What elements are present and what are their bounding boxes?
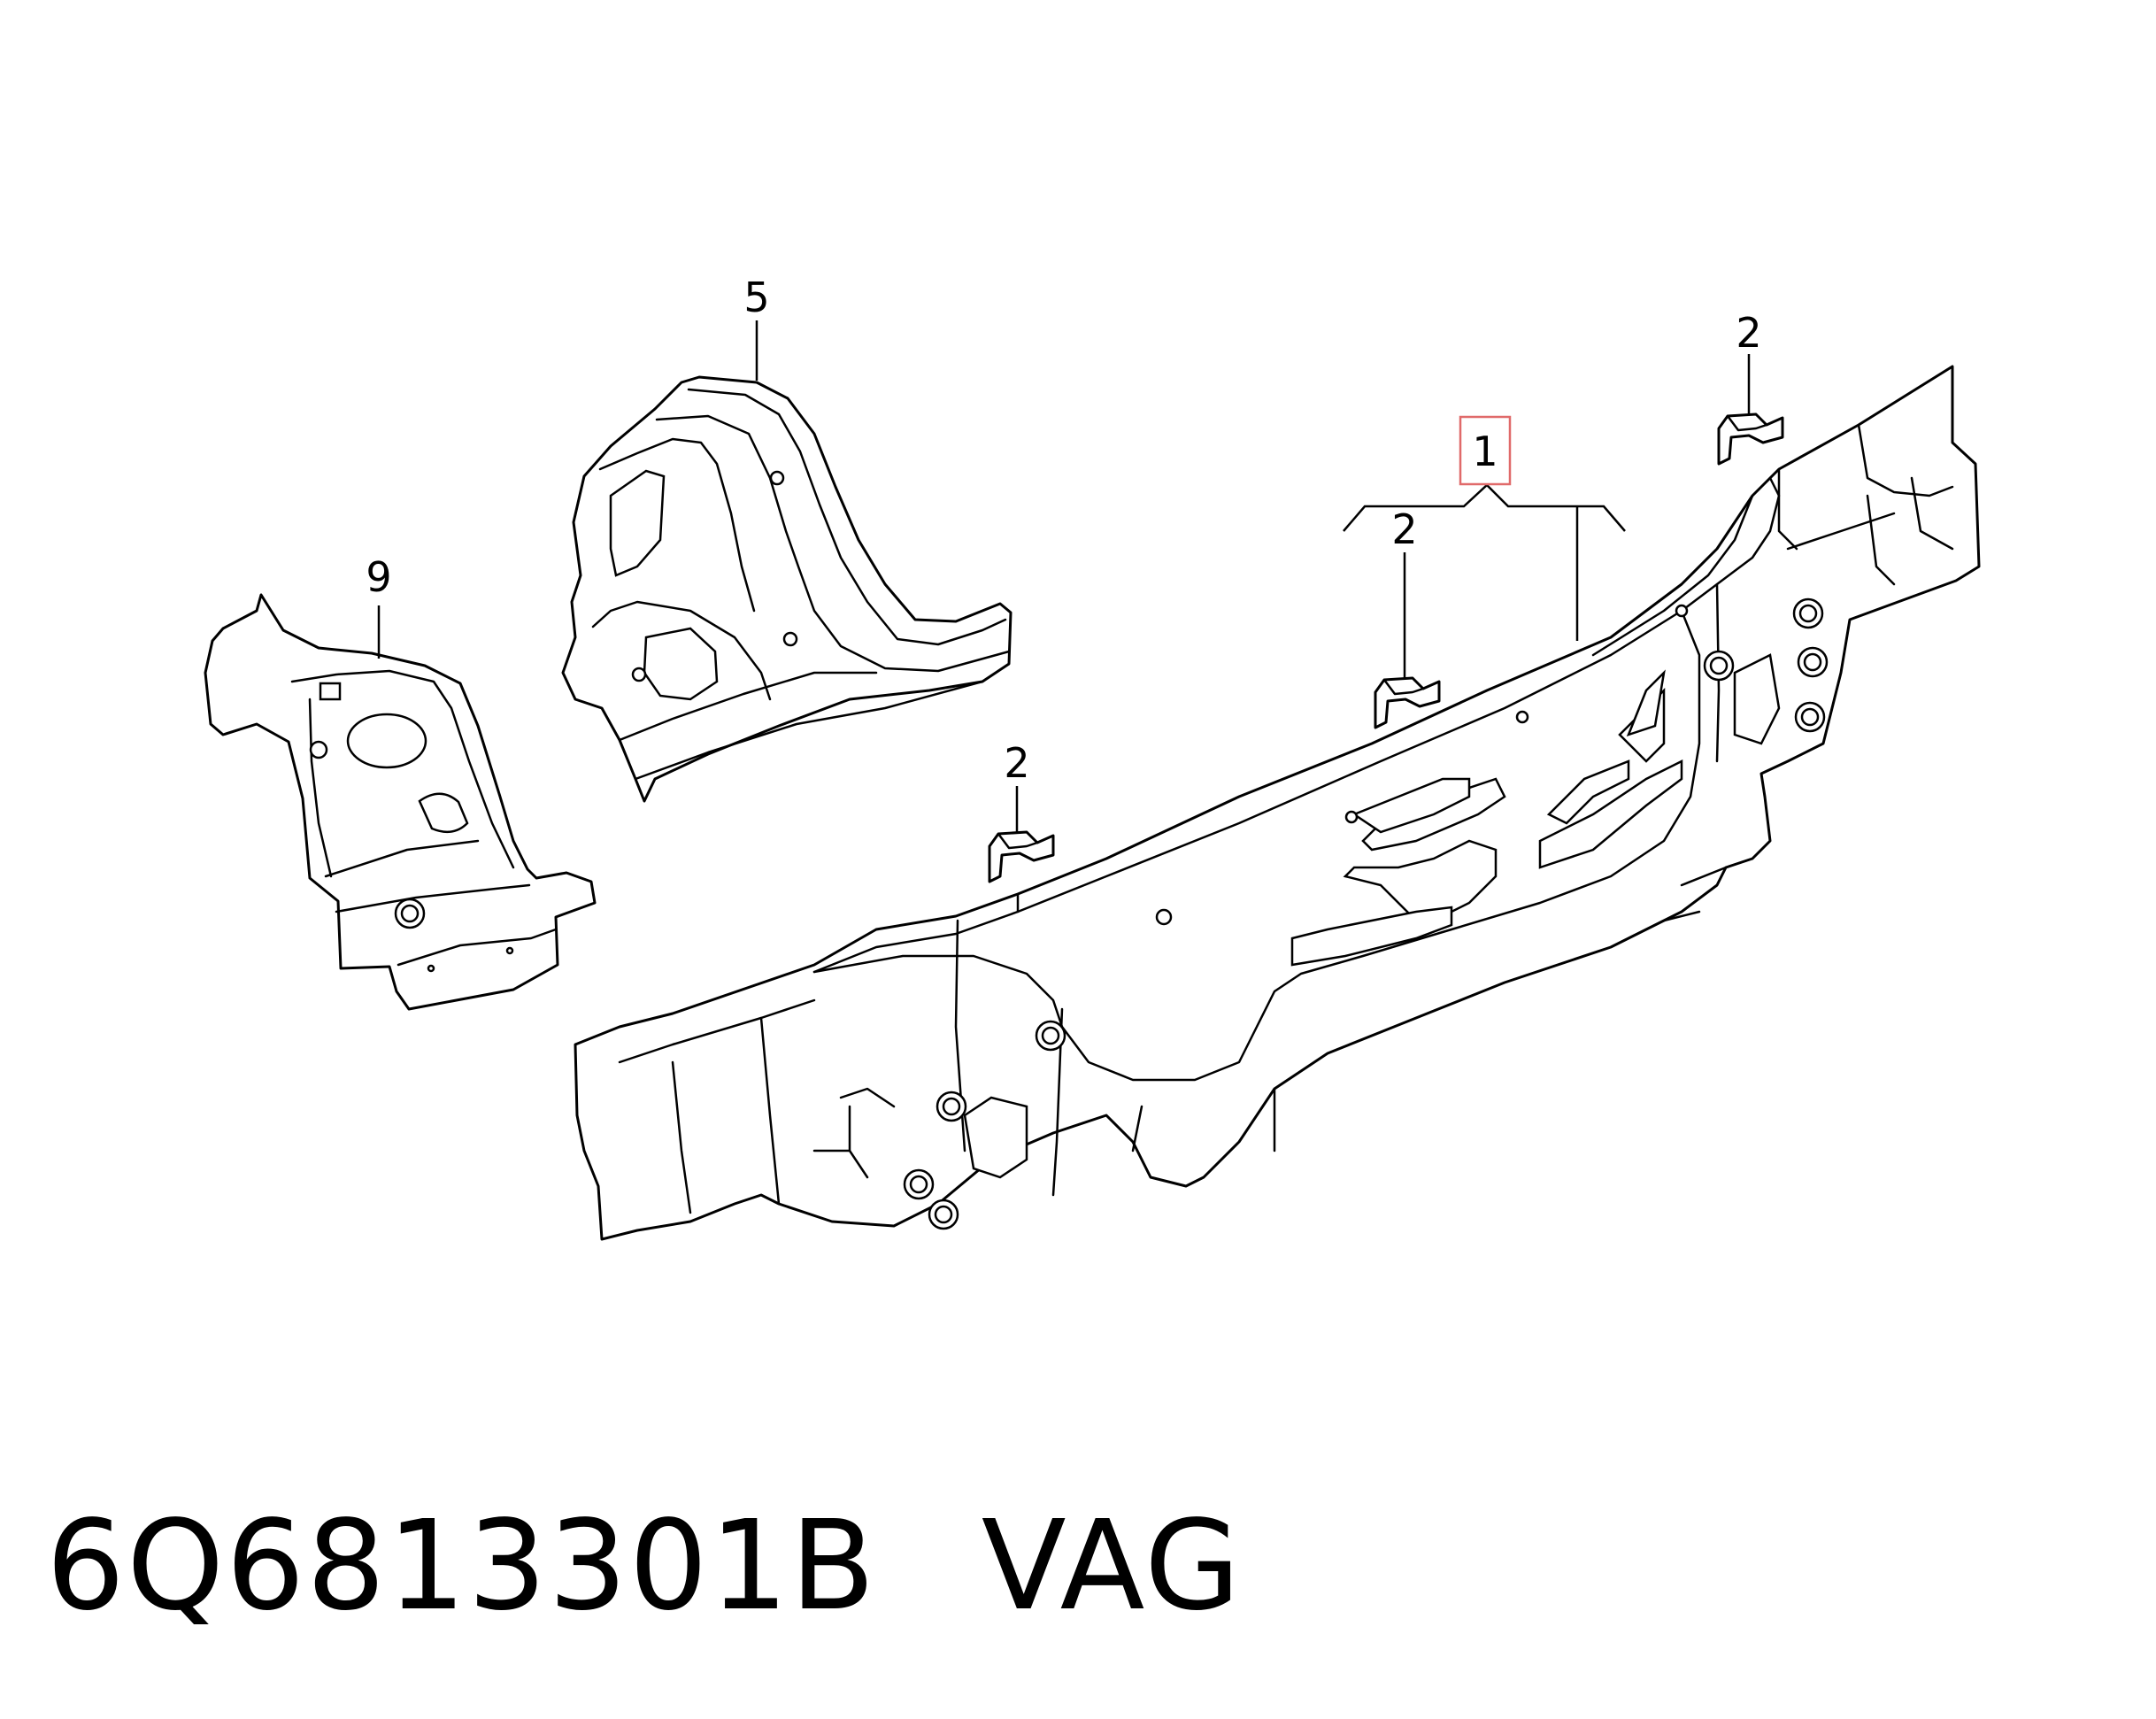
manufacturer-name: VAG [981, 1494, 1243, 1638]
callouts: 9 5 2 2 2 1 [366, 274, 1761, 787]
callout-part-1-highlight [1459, 415, 1512, 486]
leader-part-1-bracket [1343, 483, 1626, 532]
callout-part-1[interactable]: 1 [1472, 428, 1498, 475]
callout-part-5[interactable]: 5 [743, 274, 769, 321]
part-2-clip-center [1374, 676, 1441, 729]
part-2-clip-right [1717, 412, 1784, 466]
part-9-drawing [204, 593, 597, 1011]
part-5-drawing [561, 375, 1013, 803]
callout-part-2-left[interactable]: 2 [1004, 739, 1029, 787]
part-1-drawing [574, 365, 1981, 1241]
part-number: 6Q6813301B [46, 1494, 877, 1638]
callout-part-2-center[interactable]: 2 [1391, 505, 1417, 553]
callout-part-2-right[interactable]: 2 [1736, 309, 1761, 357]
part-2-clip-left [988, 830, 1055, 883]
callout-part-9[interactable]: 9 [366, 553, 391, 601]
